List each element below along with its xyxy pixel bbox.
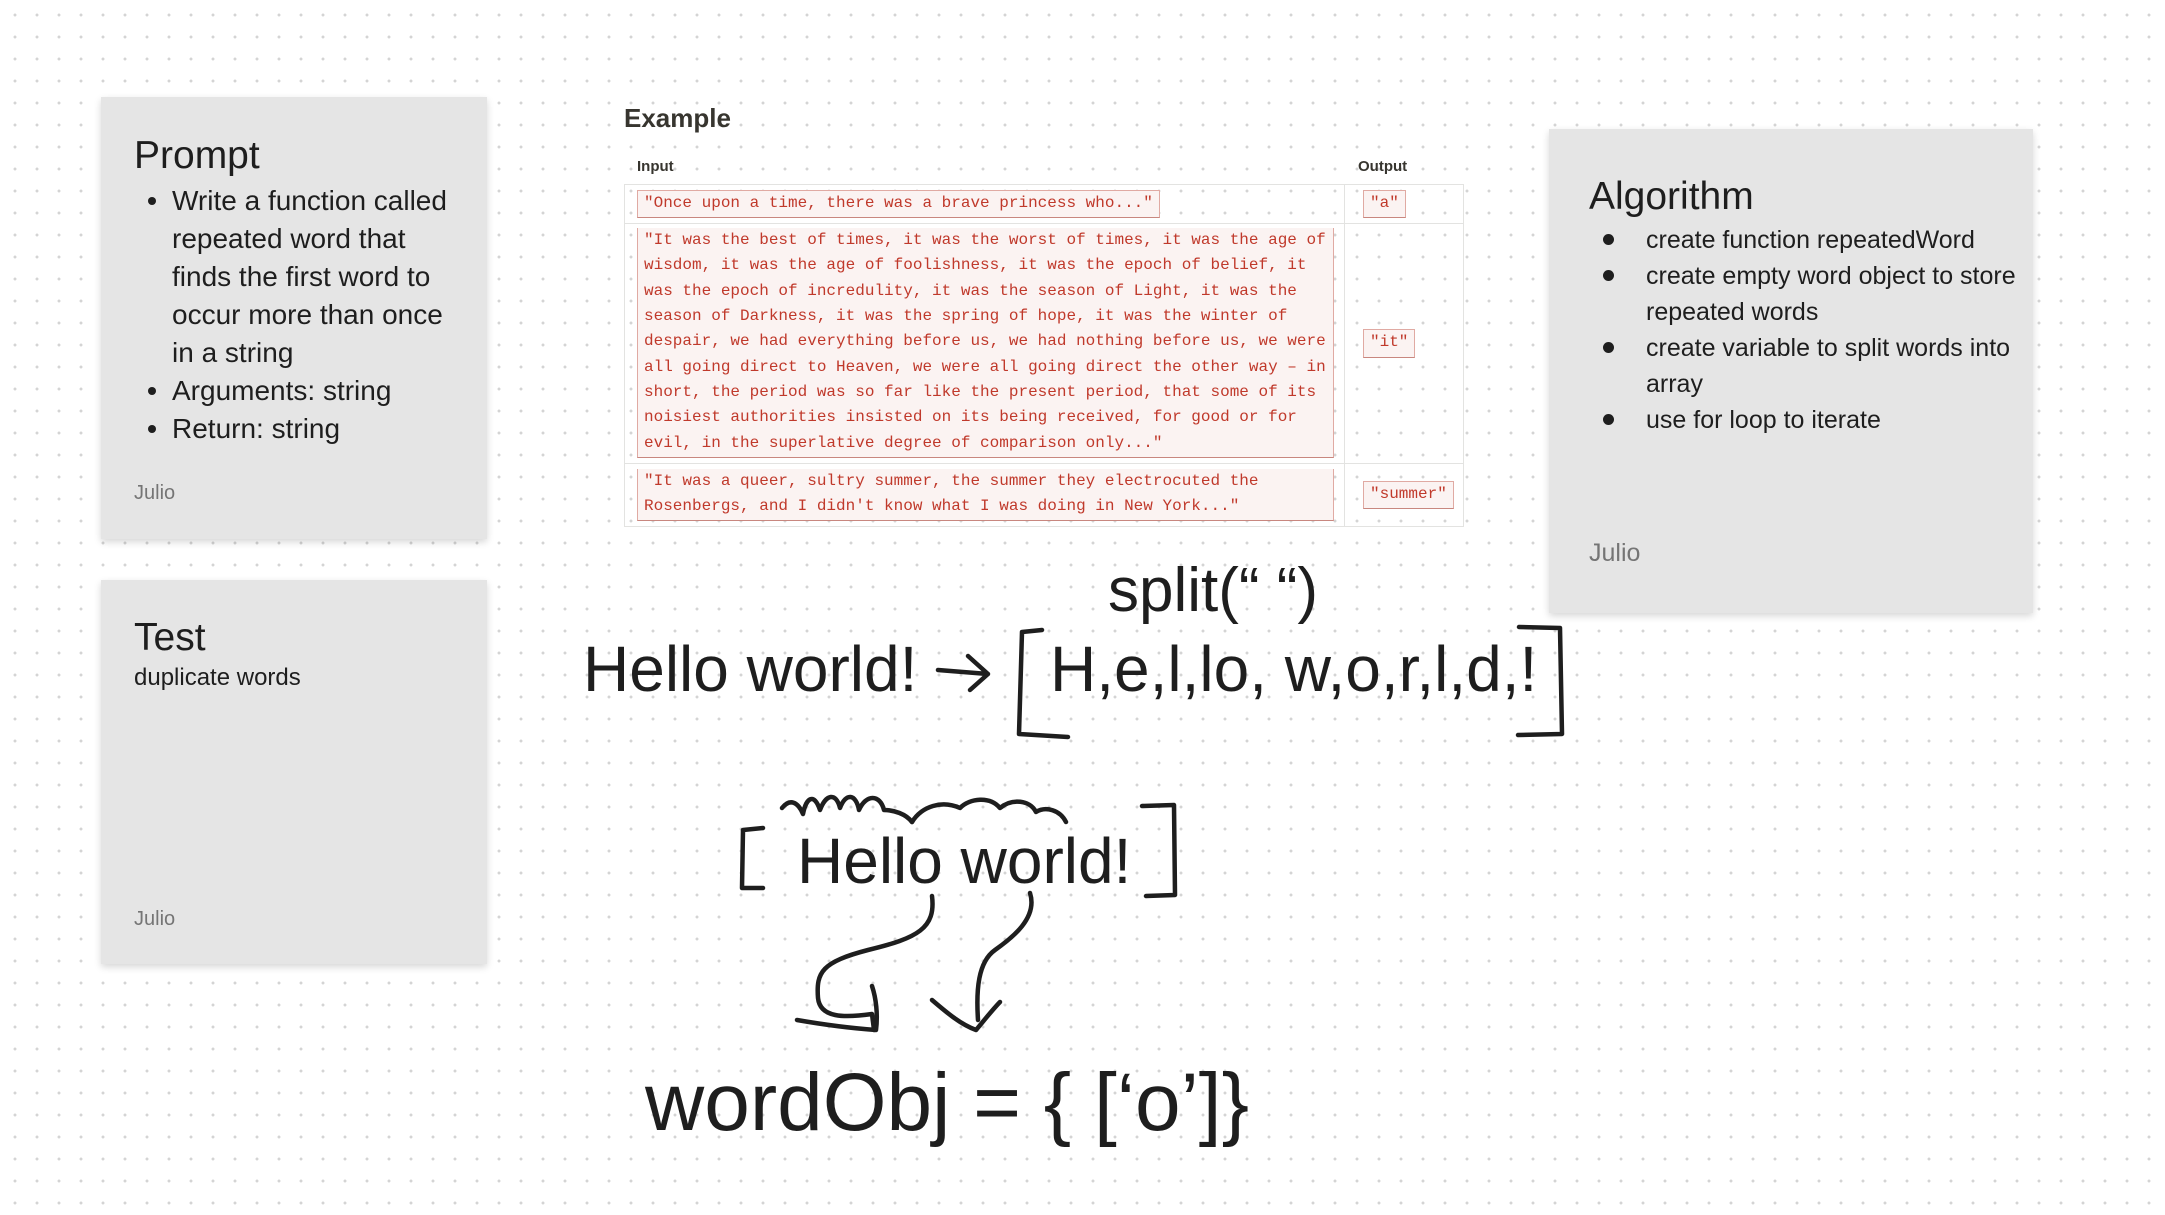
char-array-label[interactable]: H,e,l,lo, w,o,r,l,d,!	[1050, 633, 1538, 705]
algorithm-list: create function repeatedWord create empt…	[1589, 222, 2033, 438]
output-cell: "it"	[1345, 224, 1463, 463]
input-cell: "It was the best of times, it was the wo…	[625, 224, 1345, 463]
prompt-item: Return: string	[134, 410, 462, 448]
hello-world-array-label[interactable]: Hello world!	[797, 825, 1132, 897]
prompt-list: Write a function called repeated word th…	[134, 182, 487, 448]
prompt-title: Prompt	[134, 134, 260, 177]
output-code: "a"	[1363, 189, 1406, 219]
split-label[interactable]: split(“ “)	[1108, 556, 1319, 625]
input-code: "It was the best of times, it was the wo…	[637, 228, 1334, 458]
test-subtitle: duplicate words	[134, 664, 301, 691]
prompt-sticky-note[interactable]: Prompt Write a function called repeated …	[101, 97, 487, 539]
arrow-icon	[935, 653, 991, 693]
table-row[interactable]: "It was a queer, sultry summer, the summ…	[625, 463, 1463, 526]
left-bracket-shape	[1016, 627, 1071, 740]
table-row[interactable]: "Once upon a time, there was a brave pri…	[625, 185, 1463, 223]
test-title: Test	[134, 616, 206, 659]
algorithm-author: Julio	[1589, 539, 1641, 567]
prompt-item: Arguments: string	[134, 372, 462, 410]
algorithm-sticky-note[interactable]: Algorithm create function repeatedWord c…	[1549, 129, 2033, 613]
output-code: "summer"	[1363, 480, 1454, 510]
output-cell: "a"	[1345, 185, 1463, 223]
arrow-head-icon	[929, 997, 1003, 1033]
example-title: Example	[624, 103, 731, 133]
prompt-author: Julio	[134, 482, 176, 504]
algorithm-title: Algorithm	[1589, 175, 1754, 218]
test-sticky-note[interactable]: Test duplicate words Julio	[101, 580, 487, 964]
table-header-row: Input Output	[624, 151, 1464, 184]
output-code: "it"	[1363, 329, 1416, 358]
arrow-head-icon	[794, 983, 880, 1033]
curved-arrow-icon	[975, 890, 1034, 1023]
output-cell: "summer"	[1345, 464, 1463, 526]
input-code: "Once upon a time, there was a brave pri…	[637, 189, 1160, 219]
scribble-icon	[909, 797, 1069, 825]
algorithm-item: create empty word object to store repeat…	[1589, 258, 2016, 330]
right-bracket-shape	[1139, 802, 1178, 899]
input-code: "It was a queer, sultry summer, the summ…	[637, 468, 1334, 522]
table-row[interactable]: "It was the best of times, it was the wo…	[625, 223, 1463, 463]
example-table[interactable]: Input Output "Once upon a time, there wa…	[624, 151, 1464, 527]
algorithm-item: use for loop to iterate	[1589, 402, 2016, 438]
algorithm-item: create function repeatedWord	[1589, 222, 2016, 258]
scribble-icon	[779, 794, 915, 825]
test-author: Julio	[134, 908, 176, 930]
input-cell: "Once upon a time, there was a brave pri…	[625, 185, 1345, 223]
hello-world-label[interactable]: Hello world!	[583, 633, 918, 705]
algorithm-item: create variable to split words into arra…	[1589, 330, 2016, 402]
word-obj-label[interactable]: wordObj = { [‘o’]}	[645, 1057, 1249, 1148]
table-body: "Once upon a time, there was a brave pri…	[624, 184, 1464, 527]
left-bracket-shape	[739, 825, 766, 891]
output-column-header: Output	[1358, 158, 1408, 175]
curved-arrow-icon	[815, 893, 935, 1033]
right-bracket-shape	[1515, 624, 1565, 738]
input-cell: "It was a queer, sultry summer, the summ…	[625, 464, 1345, 526]
prompt-item: Write a function called repeated word th…	[134, 182, 462, 372]
input-column-header: Input	[637, 158, 674, 175]
